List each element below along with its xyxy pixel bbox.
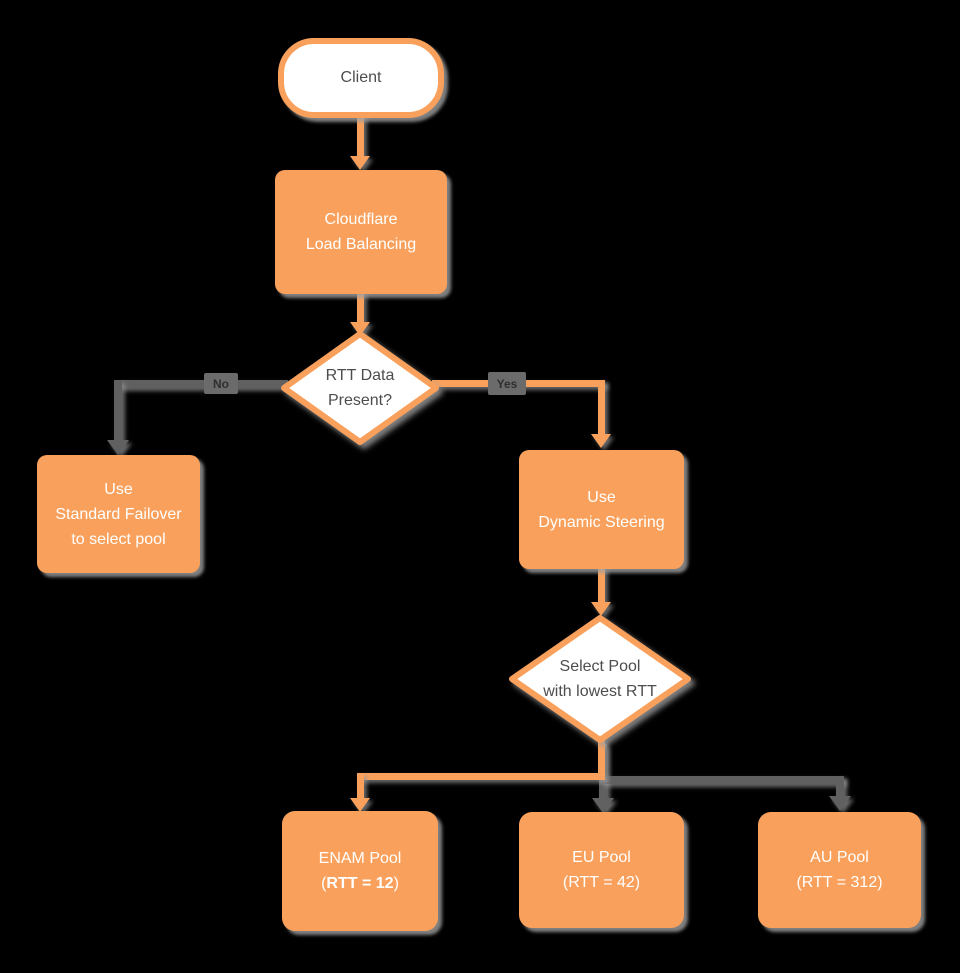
dynamic-steering-line1: Use	[587, 488, 616, 506]
edge-yes-vertical	[598, 380, 605, 436]
eu-pool-name: EU Pool	[572, 849, 631, 866]
select-pool-line2: with lowest RTT	[543, 683, 657, 700]
edge-lb-to-decision	[357, 290, 364, 324]
arrowhead-lb-to-decision	[350, 322, 370, 336]
edge-no-horizontal	[118, 380, 288, 388]
select-pool-diamond-shape	[509, 615, 691, 743]
enam-rtt-open-paren: (	[321, 875, 327, 892]
node-au-pool: AU Pool (RTT = 312)	[758, 812, 921, 928]
edge-select-to-enam-vertical	[357, 773, 364, 800]
arrowhead-au	[829, 796, 851, 811]
node-enam-pool-label: ENAM Pool (RTT = 12)	[319, 846, 402, 896]
rtt-decision-diamond-shape	[281, 331, 439, 445]
enam-pool-name: ENAM Pool	[318, 850, 402, 867]
node-client-label: Client	[340, 69, 382, 86]
edge-select-to-au-horizontal	[601, 776, 844, 784]
eu-pool-rtt: (RTT = 42)	[562, 874, 641, 891]
arrowhead-enam	[350, 798, 370, 812]
node-enam-pool: ENAM Pool (RTT = 12)	[282, 811, 438, 931]
edge-select-to-au-vertical	[836, 776, 844, 798]
edge-steering-to-select	[598, 566, 605, 604]
enam-rtt-value: RTT = 12	[326, 875, 394, 892]
arrowhead-no	[107, 440, 129, 455]
node-standard-failover-label: Use Standard Failover to select pool	[55, 477, 181, 552]
node-rtt-decision-label: RTT Data Present?	[280, 330, 440, 446]
dynamic-steering-line2: Dynamic Steering	[538, 513, 665, 531]
node-load-balancer-label: Cloudflare Load Balancing	[306, 207, 416, 257]
standard-failover-line1: Use	[104, 480, 133, 498]
standard-failover-line3: to select pool	[71, 530, 166, 548]
node-select-pool-label: Select Pool with lowest RTT	[508, 614, 692, 744]
edge-label-no-text: No	[213, 376, 229, 391]
rtt-decision-line1: RTT Data	[325, 367, 395, 384]
node-client: Client	[278, 38, 444, 118]
node-eu-pool: EU Pool (RTT = 42)	[519, 812, 684, 928]
load-balancer-line1: Cloudflare	[324, 211, 398, 228]
node-dynamic-steering: Use Dynamic Steering	[519, 450, 684, 569]
arrowhead-steering-to-select	[591, 602, 611, 616]
rtt-decision-line2: Present?	[327, 392, 393, 409]
edge-label-yes-text: Yes	[496, 376, 518, 391]
edge-client-to-lb	[357, 112, 364, 158]
node-dynamic-steering-label: Use Dynamic Steering	[538, 485, 664, 535]
edge-select-to-enam-drop	[598, 738, 605, 780]
edge-label-no: No	[204, 373, 238, 394]
node-eu-pool-label: EU Pool (RTT = 42)	[563, 845, 640, 895]
enam-rtt-close-paren: )	[393, 875, 399, 892]
arrowhead-yes	[591, 434, 611, 448]
node-rtt-decision: RTT Data Present?	[280, 330, 440, 446]
edge-label-yes: Yes	[488, 372, 526, 395]
arrowhead-eu	[592, 798, 614, 813]
au-pool-rtt: (RTT = 312)	[796, 874, 883, 891]
node-select-pool: Select Pool with lowest RTT	[508, 614, 692, 744]
arrowhead-client-to-lb	[350, 156, 370, 170]
standard-failover-line2: Standard Failover	[55, 505, 182, 523]
node-au-pool-label: AU Pool (RTT = 312)	[796, 845, 882, 895]
edge-no-vertical	[114, 380, 122, 440]
au-pool-name: AU Pool	[810, 849, 869, 866]
edge-select-to-enam-horizontal	[357, 773, 605, 780]
node-standard-failover: Use Standard Failover to select pool	[37, 455, 200, 573]
load-balancer-line2: Load Balancing	[305, 236, 417, 253]
node-load-balancer: Cloudflare Load Balancing	[275, 170, 447, 294]
select-pool-line1: Select Pool	[559, 658, 641, 675]
enam-pool-rtt: (RTT = 12)	[319, 871, 402, 896]
